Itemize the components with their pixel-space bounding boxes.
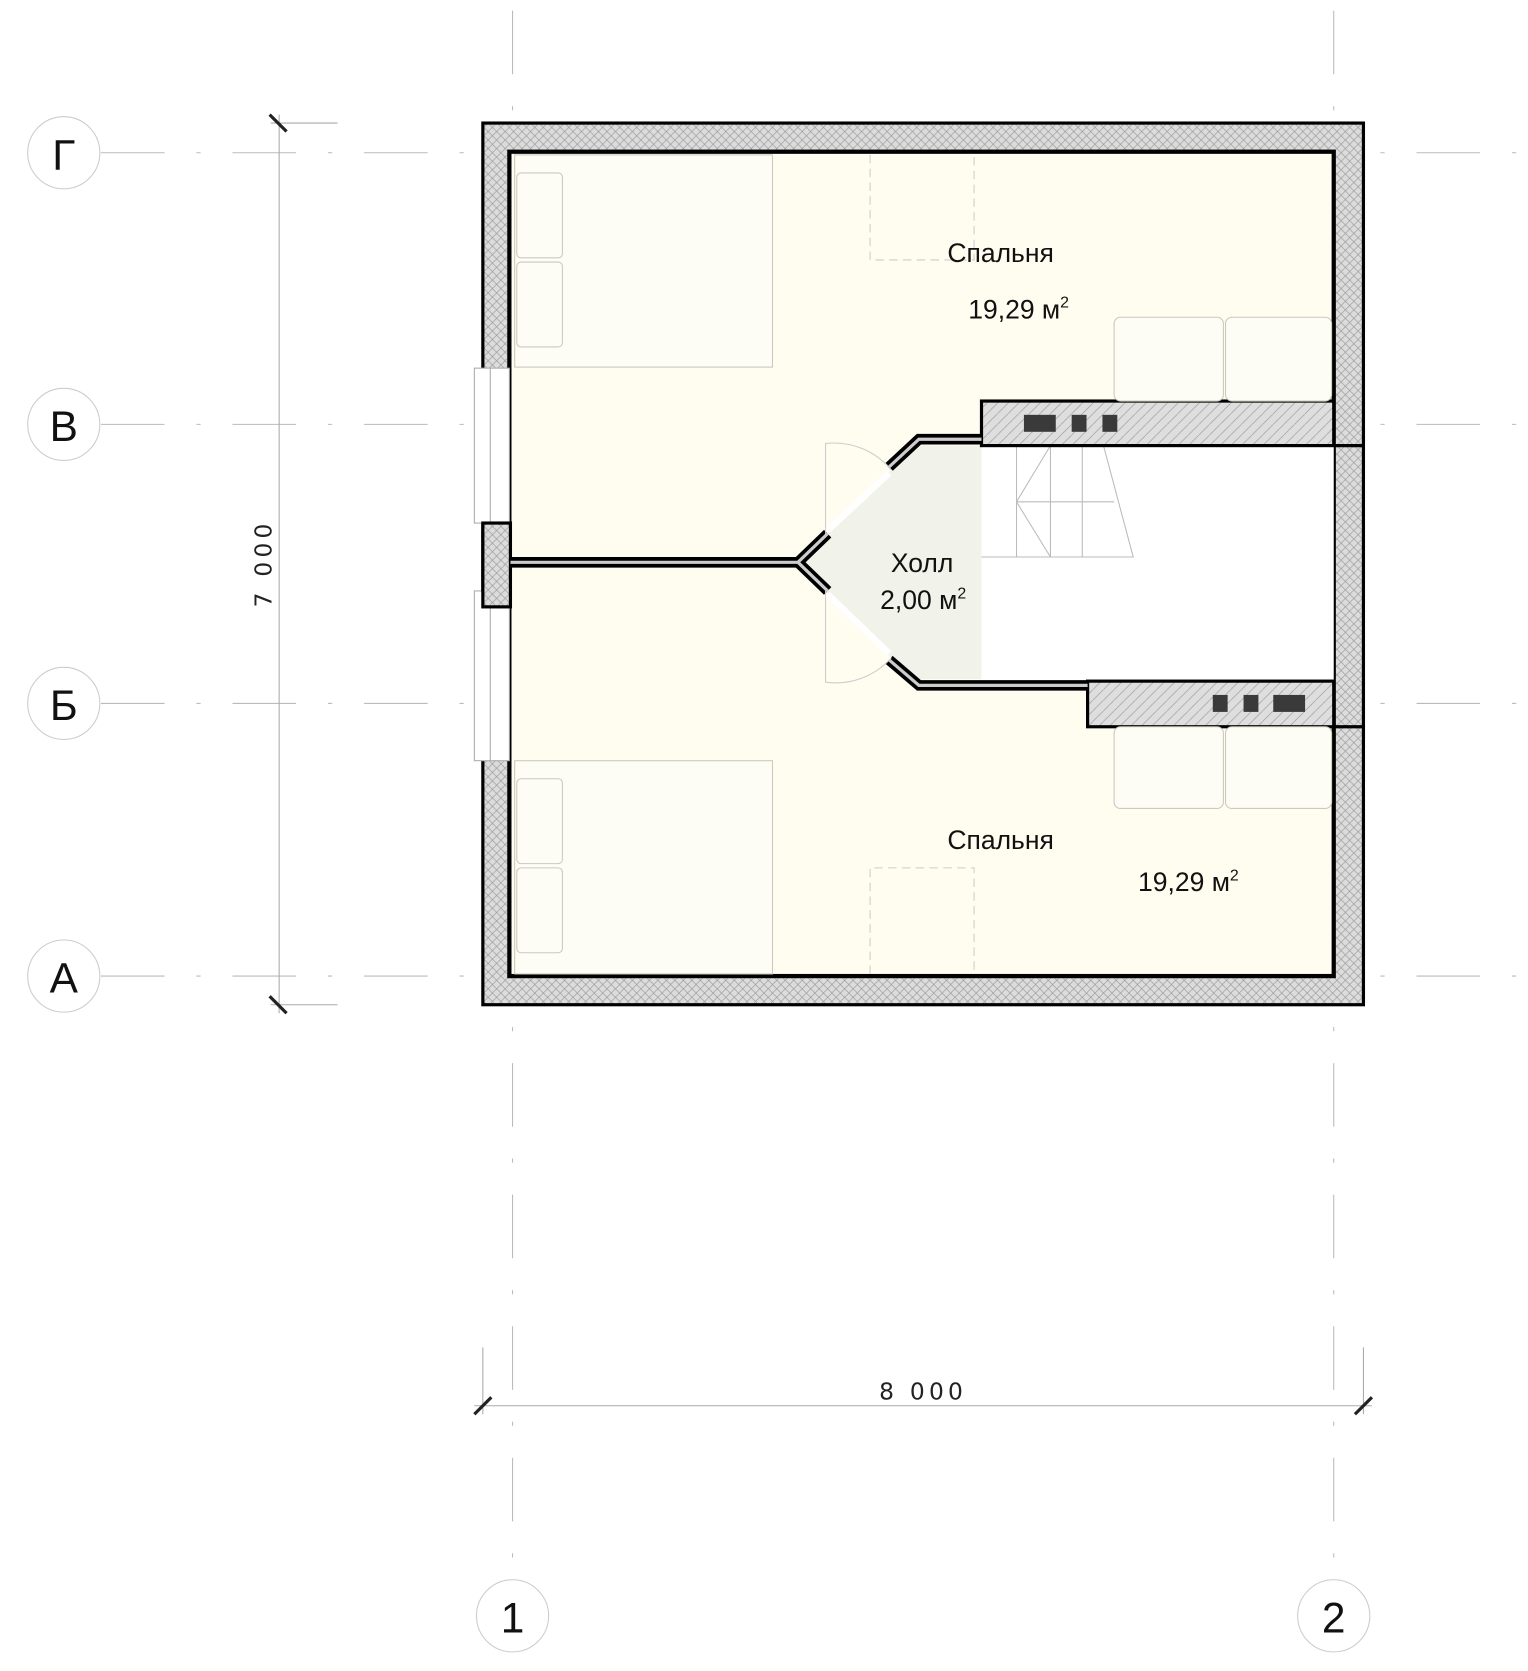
vent-ducts: [1023, 414, 1306, 712]
room-name-bedroom-top: Спальня: [947, 238, 1054, 268]
room-name-hall: Холл: [891, 548, 954, 578]
partitions: [510, 433, 1088, 691]
svg-text:В: В: [50, 403, 78, 450]
svg-text:Б: Б: [50, 682, 78, 729]
bed-top: [514, 154, 774, 368]
bed-bottom: [514, 760, 774, 975]
doors[interactable]: [825, 442, 892, 684]
hall-floor: [797, 445, 982, 680]
room-area-bedroom-bottom: 19,29 м2: [1138, 867, 1239, 897]
wardrobe-top: [869, 154, 975, 261]
wardrobe-bottom: [869, 867, 975, 974]
svg-text:1: 1: [501, 1594, 525, 1641]
room-area-bedroom-top: 19,29 м2: [968, 294, 1069, 324]
svg-text:А: А: [50, 955, 79, 1002]
sofa-bottom: [1113, 726, 1333, 809]
dimension-vertical: [268, 113, 338, 1015]
svg-text:Г: Г: [52, 131, 75, 178]
dimension-horizontal-label: 8 000: [879, 1377, 967, 1405]
stairs: [981, 445, 1134, 558]
room-area-hall: 2,00 м2: [880, 585, 966, 615]
dimension-horizontal: [473, 1347, 1374, 1416]
svg-text:2: 2: [1322, 1594, 1346, 1641]
sofa-top: [1113, 316, 1333, 402]
axis-marker-row: Г В Б А: [27, 116, 101, 1013]
dimension-vertical-label: 7 000: [250, 519, 278, 607]
window-left: [473, 367, 513, 762]
room-name-bedroom-bottom: Спальня: [947, 825, 1054, 855]
axis-marker-col: 1 2: [475, 1579, 1371, 1653]
stair-opening: [981, 445, 1334, 682]
